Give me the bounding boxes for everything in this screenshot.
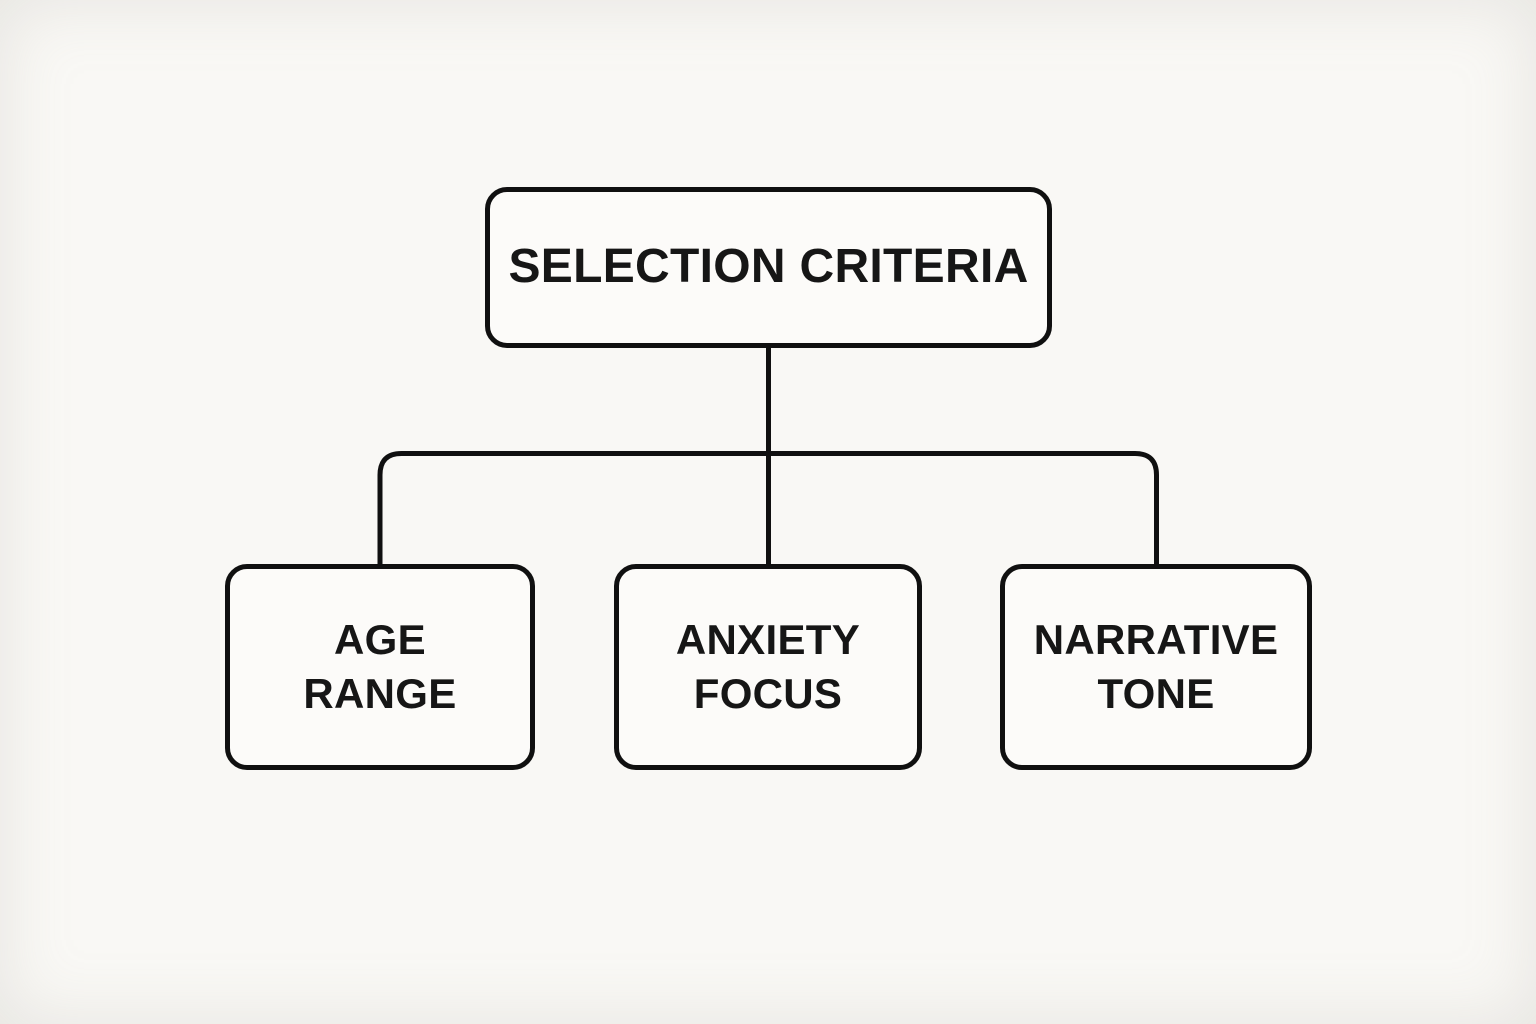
node-narrative-tone-label: NARRATIVE TONE — [1033, 616, 1279, 717]
node-selection-criteria-label: SELECTION CRITERIA — [508, 240, 1029, 294]
node-age-range: AGE RANGE — [225, 564, 535, 770]
node-anxiety-focus: ANXIETY FOCUS — [614, 564, 922, 770]
node-narrative-tone: NARRATIVE TONE — [1000, 564, 1312, 770]
connector-branch-bus — [377, 451, 1159, 566]
node-age-range-label: AGE RANGE — [303, 616, 457, 717]
node-selection-criteria: SELECTION CRITERIA — [485, 187, 1052, 348]
node-anxiety-focus-label: ANXIETY FOCUS — [675, 616, 861, 717]
